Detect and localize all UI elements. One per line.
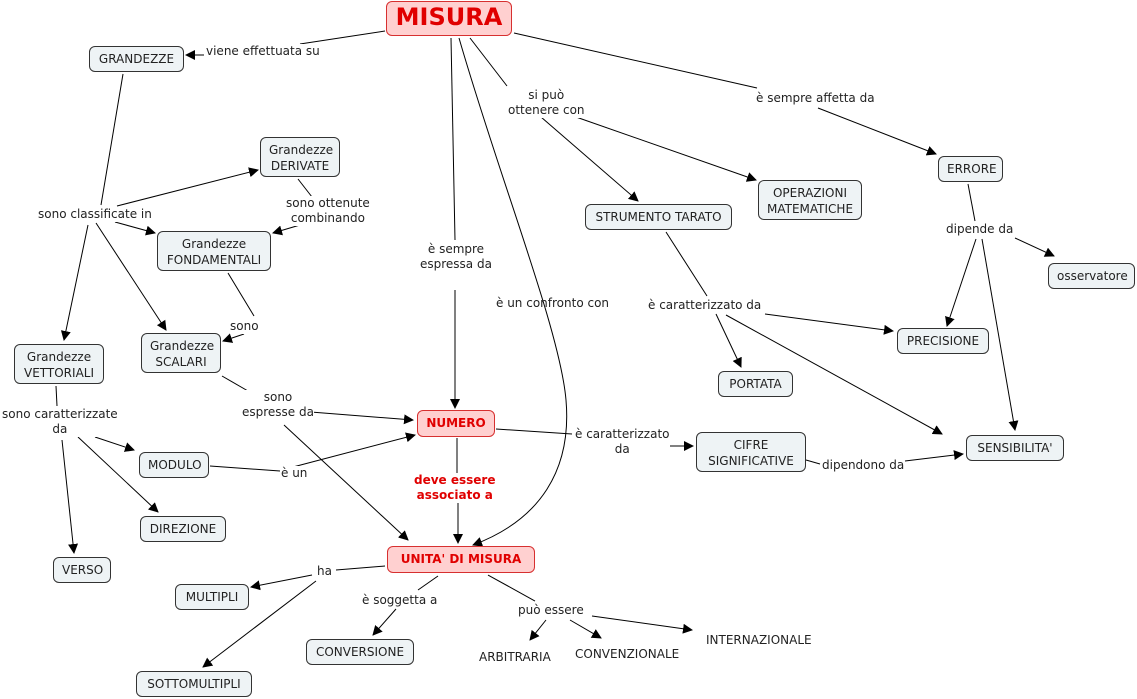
concept-precisione[interactable]: PRECISIONE (897, 328, 989, 354)
link-sono-classificate-in: sono classificate in (38, 207, 152, 222)
link-e-un: è un (281, 466, 308, 481)
edge-arrow (202, 580, 317, 668)
concept-osservatore[interactable]: osservatore (1048, 263, 1135, 289)
link-sono-espresse-da: sono espresse da (242, 390, 314, 420)
link-e-un-confronto-con: è un confronto con (496, 296, 610, 310)
link-e-caratterizzato-da-strumento: è caratterizzato da (648, 298, 762, 313)
edge-line (805, 459, 821, 465)
edge-arrow (1014, 237, 1055, 257)
edge-arrow (764, 313, 894, 335)
concept-sottomultipli[interactable]: SOTTOMULTIPLI (136, 671, 252, 697)
link-e-soggetta-a: è soggetta a (362, 593, 438, 608)
edge-line (513, 32, 758, 89)
concept-portata[interactable]: PORTATA (718, 371, 793, 397)
edge-line (227, 272, 255, 317)
edge-line (100, 73, 124, 206)
concept-grandezze-fondamentali[interactable]: Grandezze FONDAMENTALI (157, 231, 271, 271)
link-dipendono-da: dipendono da (822, 458, 905, 473)
concept-sensibilita[interactable]: SENSIBILITA' (966, 435, 1064, 461)
concept-arbitraria[interactable]: ARBITRARIA (479, 650, 551, 664)
edge-line (417, 575, 439, 591)
link-dipende-da: dipende da (946, 222, 1014, 237)
concept-strumento-tarato[interactable]: STRUMENTO TARATO (585, 204, 732, 230)
concept-internazionale[interactable]: INTERNAZIONALE (706, 633, 812, 647)
edge-arrow (981, 238, 1019, 431)
edge-arrow (945, 238, 977, 327)
link-deve-essere-associato-a: deve essere associato a (414, 473, 496, 503)
edge-arrow (725, 314, 943, 435)
edge-line (297, 178, 313, 198)
link-sono: sono (230, 319, 259, 334)
edge-arrow (283, 424, 409, 541)
edge-arrow (904, 450, 964, 462)
edge-arrow (77, 436, 159, 513)
concept-misura[interactable]: MISURA (386, 1, 512, 36)
link-e-sempre-affetta-da: è sempre affetta da (756, 91, 875, 106)
concept-conversione[interactable]: CONVERSIONE (306, 639, 414, 665)
edge-line (469, 37, 508, 87)
edge-line (221, 375, 249, 392)
edge-arrow (458, 37, 568, 547)
edge-line (55, 385, 58, 407)
concept-convenzionale[interactable]: CONVENZIONALE (575, 647, 680, 661)
edge-arrow (94, 436, 135, 452)
edge-arrow (540, 116, 639, 202)
concept-grandezze-vettoriali[interactable]: Grandezze VETTORIALI (14, 344, 104, 384)
link-sono-caratterizzate-da: sono caratterizzate da (2, 407, 118, 437)
edge-arrow (715, 313, 742, 368)
link-ha: ha (317, 564, 332, 579)
link-e-sempre-espressa-da: è sempre espressa da (420, 242, 492, 272)
edge-arrow (61, 439, 79, 554)
edge-arrow (575, 116, 757, 182)
edge-arrow (817, 107, 937, 156)
concept-grandezze[interactable]: GRANDEZZE (89, 46, 184, 72)
concept-grandezze-scalari[interactable]: Grandezze SCALARI (141, 333, 221, 373)
link-sono-ottenute-combinando: sono ottenute combinando (286, 196, 370, 226)
concept-grandezze-derivate[interactable]: Grandezze DERIVATE (260, 137, 340, 177)
link-viene-effettuata-su: viene effettuata su (206, 44, 320, 59)
link-puo-essere: può essere (518, 603, 584, 618)
edge-line (495, 428, 573, 435)
edge-arrow (272, 224, 301, 236)
edge-arrow (95, 222, 167, 331)
edge-arrow (591, 615, 693, 634)
edge-line (665, 231, 708, 297)
concept-cifre-significative[interactable]: CIFRE SIGNIFICATIVE (696, 432, 806, 472)
concept-direzione[interactable]: DIREZIONE (140, 516, 226, 542)
concept-unita-di-misura[interactable]: UNITA' DI MISURA (387, 546, 535, 573)
edge-arrow (114, 221, 156, 236)
link-e-caratterizzato-da-numero: è caratterizzato da (575, 427, 670, 457)
concept-verso[interactable]: VERSO (53, 557, 111, 583)
edge-arrow (529, 619, 547, 641)
concept-numero[interactable]: NUMERO (417, 410, 495, 437)
concept-multipli[interactable]: MULTIPLI (175, 584, 249, 610)
edge-arrow (372, 608, 397, 636)
edge-line (967, 183, 976, 222)
edge-line (335, 565, 386, 571)
edge-arrow (292, 432, 416, 468)
edge-arrow (250, 574, 313, 591)
concept-modulo[interactable]: MODULO (139, 452, 209, 478)
edge-line (209, 465, 281, 472)
edge-arrow (222, 333, 245, 343)
edge-line (299, 30, 386, 45)
edge-line (450, 37, 456, 241)
edge-line (487, 574, 536, 602)
edge-arrow (60, 224, 89, 341)
concept-errore[interactable]: ERRORE (938, 156, 1003, 182)
concept-operazioni-matematiche[interactable]: OPERAZIONI MATEMATICHE (758, 180, 862, 220)
link-si-puo-ottenere-con: si può ottenere con (508, 88, 585, 118)
edge-arrow (297, 410, 414, 425)
edge-arrow (569, 619, 602, 639)
edge-arrow (116, 167, 259, 207)
